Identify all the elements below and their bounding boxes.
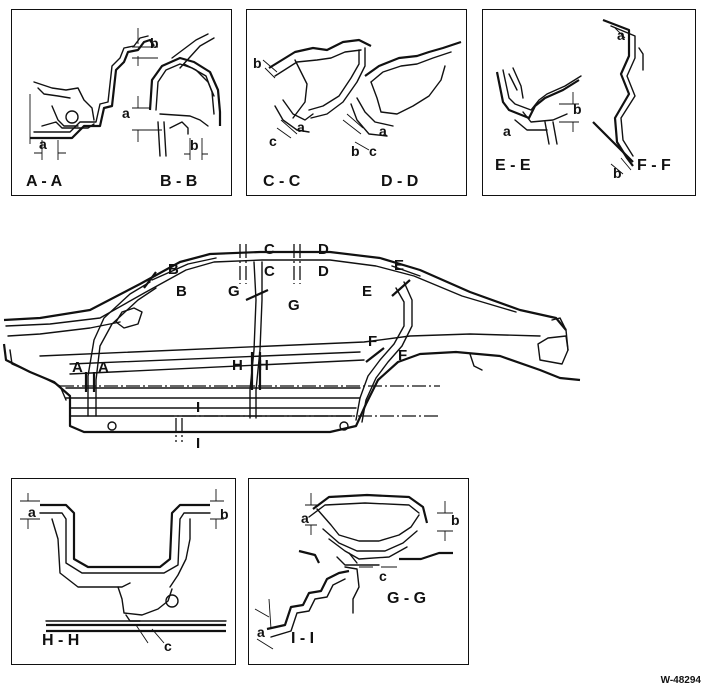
ee-dim-b: b [573,101,582,117]
marker-b-2: B [176,283,187,300]
section-aa-bb-drawing: a b a b A - A B - B [26,28,222,190]
ii-dim-a: a [257,624,265,640]
section-label-aa: A - A [26,173,63,190]
dd-dim-c: c [369,143,377,159]
section-label-cc: C - C [263,173,301,190]
marker-b-1: B [168,261,179,278]
ff-dim-b: b [613,165,622,181]
gg-dim-b: b [451,512,460,528]
marker-g-1: G [228,283,240,300]
dim-b2: b [190,137,199,153]
section-label-ee: E - E [495,157,531,174]
marker-e-1: E [394,257,404,274]
dd-dim-a: a [379,123,387,139]
ff-dim-a: a [617,27,625,43]
section-gg-ii-drawing: a b c a G - G I - I [254,493,460,650]
section-label-ii: I - I [291,630,314,647]
section-ee-ff-drawing: a b a b E - E F - F [495,18,671,181]
section-label-hh: H - H [42,632,79,649]
section-label-ff: F - F [637,157,671,174]
section-panel-ee-ff: a b a b E - E F - F [482,9,696,196]
section-panel-cc-dd: b c a b c a C - C D - D [246,9,467,196]
marker-f-1: F [368,333,377,350]
document-id: W-48294 [660,675,701,686]
cc-dim-b: b [253,55,262,71]
marker-h-2: H [258,357,269,374]
gg-dim-a: a [301,510,309,526]
hh-dim-a: a [28,504,36,520]
section-panel-aa-bb: a b a b A - A B - B [11,9,232,196]
marker-e-2: E [362,283,372,300]
marker-i-1: I [196,399,200,416]
section-label-dd: D - D [381,173,418,190]
marker-g-2: G [288,297,300,314]
dd-dim-b: b [351,143,360,159]
section-panel-hh: a b c H - H [11,478,236,665]
section-hh-drawing: a b c H - H [20,489,229,654]
marker-d-2: D [318,263,329,280]
marker-c-2: C [264,263,275,280]
marker-f-2: F [398,347,407,364]
marker-a-2: A [98,359,109,376]
cc-dim-a: a [297,119,305,135]
marker-h-1: H [232,357,243,374]
ee-dim-a: a [503,123,511,139]
section-label-gg: G - G [387,590,426,607]
cc-dim-c: c [269,133,277,149]
marker-d-1: D [318,241,329,258]
gg-dim-c: c [379,568,387,584]
dim-b1: b [150,35,159,51]
section-panel-gg-ii: a b c a G - G I - I [248,478,469,665]
dim-a1: a [39,136,47,152]
hh-dim-b: b [220,506,229,522]
section-cc-dd-drawing: b c a b c a C - C D - D [253,38,462,190]
marker-i-2: I [196,435,200,452]
hh-dim-c: c [164,638,172,654]
marker-a-1: A [72,359,83,376]
marker-c-1: C [264,241,275,258]
dim-a2: a [122,105,130,121]
section-label-bb: B - B [160,173,197,190]
